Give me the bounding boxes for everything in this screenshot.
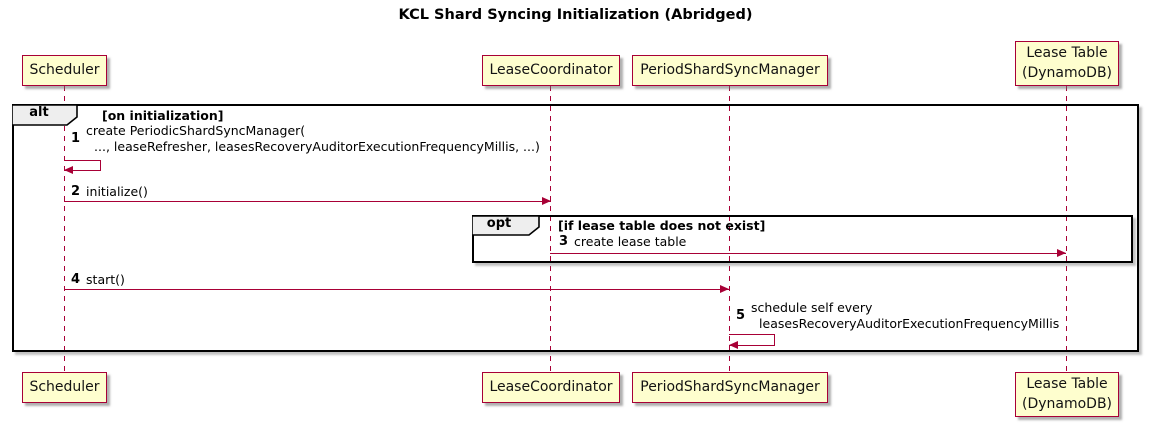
message-1-number: 1 — [71, 131, 81, 146]
message-2-arrowhead-icon — [542, 197, 551, 205]
participant-leasetable-top: Lease Table (DynamoDB) — [1015, 41, 1119, 86]
message-3: 3 create lease table — [559, 234, 686, 250]
participant-leasetable-bottom: Lease Table (DynamoDB) — [1015, 372, 1119, 417]
message-4-number: 4 — [71, 272, 81, 287]
message-4-text: start() — [86, 272, 125, 287]
participant-periodshardsyncmanager-top: PeriodShardSyncManager — [632, 55, 828, 86]
message-3-arrowhead-icon — [1057, 249, 1066, 257]
alt-frame-pentagon — [12, 104, 78, 126]
message-2-text: initialize() — [86, 184, 148, 199]
message-4: 4 start() — [71, 272, 125, 288]
message-2-number: 2 — [71, 184, 81, 199]
lifeline-periodshardsyncmanager — [729, 86, 730, 372]
message-1-arrowhead-icon — [64, 166, 73, 174]
message-2: 2 initialize() — [71, 184, 148, 200]
alt-frame-condition: [on initialization] — [102, 108, 224, 123]
alt-frame: alt [on initialization] — [12, 104, 1139, 352]
participant-scheduler-top: Scheduler — [22, 55, 107, 86]
participant-leasecoordinator-top: LeaseCoordinator — [482, 55, 620, 86]
message-4-arrowhead-icon — [720, 285, 729, 293]
message-1-text-line2: ..., leaseRefresher, leasesRecoveryAudit… — [94, 139, 540, 154]
message-1-text-line1: create PeriodicShardSyncManager( — [86, 123, 306, 138]
message-5-number: 5 — [736, 308, 746, 323]
message-1-self-arrow — [64, 160, 101, 171]
participant-periodshardsyncmanager-bottom: PeriodShardSyncManager — [632, 372, 828, 403]
message-5-arrowhead-icon — [729, 341, 738, 349]
message-4-arrow — [64, 289, 729, 290]
message-3-text: create lease table — [574, 234, 687, 249]
message-3-number: 3 — [559, 234, 569, 249]
message-1: 1 create PeriodicShardSyncManager( ..., … — [71, 123, 540, 155]
opt-frame-condition: [if lease table does not exist] — [558, 218, 766, 233]
message-3-arrow — [550, 253, 1066, 254]
lifeline-leasetable — [1066, 86, 1067, 372]
message-2-arrow — [64, 201, 551, 202]
message-5-self-arrow — [729, 334, 775, 346]
lifeline-scheduler — [64, 86, 65, 372]
message-5-text-line2: leasesRecoveryAuditorExecutionFrequencyM… — [759, 316, 1060, 331]
opt-frame-pentagon — [472, 215, 540, 236]
lifeline-leasecoordinator — [550, 86, 551, 372]
alt-frame-keyword: alt — [29, 105, 49, 120]
opt-frame: opt [if lease table does not exist] — [472, 215, 1133, 263]
message-5-text-line1: schedule self every — [751, 300, 873, 315]
participant-leasecoordinator-bottom: LeaseCoordinator — [482, 372, 620, 403]
message-5: 5 schedule self every leasesRecoveryAudi… — [736, 300, 1059, 332]
diagram-title: KCL Shard Syncing Initialization (Abridg… — [398, 7, 753, 23]
participant-scheduler-bottom: Scheduler — [22, 372, 107, 403]
opt-frame-keyword: opt — [486, 216, 512, 231]
